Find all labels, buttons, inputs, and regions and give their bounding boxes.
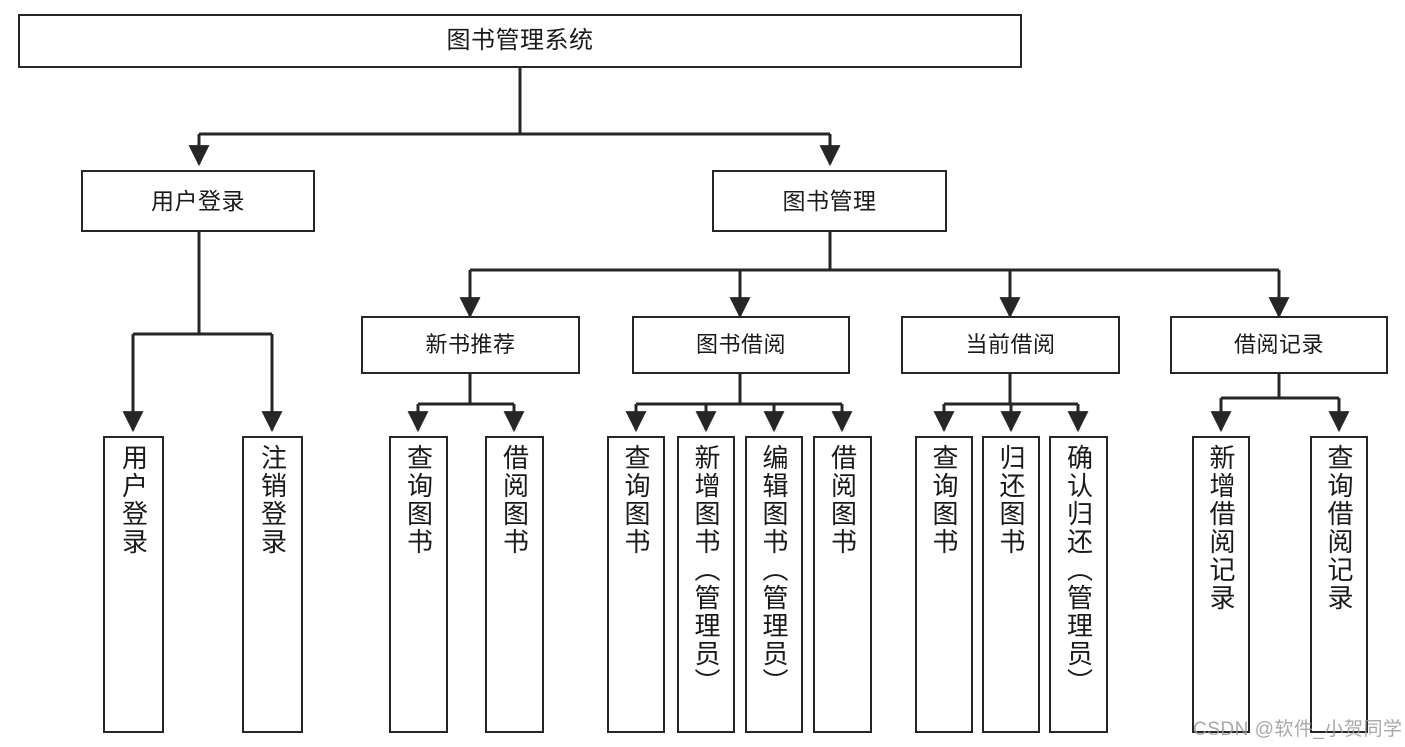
node-root-label: 图书管理系统 — [446, 27, 594, 55]
node-user-login-label: 用户登录 — [151, 187, 245, 214]
node-leaf-confirm-return[interactable]: 确认归还（管理员） — [1049, 436, 1108, 733]
node-leaf-query-record[interactable]: 查询借阅记录 — [1310, 436, 1368, 733]
node-leaf-confirm-return-label: 确认归还（管理员） — [1063, 444, 1094, 696]
node-book-borrow[interactable]: 图书借阅 — [632, 316, 850, 374]
node-book-manage[interactable]: 图书管理 — [712, 170, 947, 232]
node-leaf-query-book-1[interactable]: 查询图书 — [389, 436, 448, 733]
node-leaf-borrow-book-1[interactable]: 借阅图书 — [485, 436, 544, 733]
node-leaf-user-login[interactable]: 用户登录 — [103, 436, 164, 733]
node-leaf-borrow-book-2[interactable]: 借阅图书 — [813, 436, 872, 733]
node-new-book-recommend[interactable]: 新书推荐 — [361, 316, 580, 374]
node-current-borrow[interactable]: 当前借阅 — [901, 316, 1120, 374]
node-leaf-add-record[interactable]: 新增借阅记录 — [1192, 436, 1250, 733]
node-leaf-return-book-label: 归还图书 — [996, 444, 1026, 556]
node-leaf-query-book-3[interactable]: 查询图书 — [915, 436, 973, 733]
node-leaf-logout-label: 注销登录 — [257, 444, 288, 556]
node-borrow-record-label: 借阅记录 — [1233, 332, 1324, 358]
node-current-borrow-label: 当前借阅 — [965, 332, 1056, 358]
node-leaf-user-login-label: 用户登录 — [118, 444, 149, 556]
node-leaf-query-book-2-label: 查询图书 — [621, 444, 651, 556]
node-leaf-edit-book-label: 编辑图书（管理员） — [759, 444, 789, 696]
node-leaf-query-book-3-label: 查询图书 — [929, 444, 959, 556]
watermark-csdn: CSDN @软件_小贺同学 — [1193, 719, 1403, 740]
node-leaf-query-book-2[interactable]: 查询图书 — [607, 436, 665, 733]
node-leaf-borrow-book-2-label: 借阅图书 — [827, 444, 858, 556]
node-leaf-add-book-label: 新增图书（管理员） — [691, 444, 721, 696]
node-root[interactable]: 图书管理系统 — [18, 14, 1022, 68]
node-borrow-record[interactable]: 借阅记录 — [1170, 316, 1388, 374]
node-leaf-add-book[interactable]: 新增图书（管理员） — [677, 436, 735, 733]
node-leaf-edit-book[interactable]: 编辑图书（管理员） — [745, 436, 803, 733]
node-leaf-add-record-label: 新增借阅记录 — [1206, 444, 1236, 612]
node-user-login[interactable]: 用户登录 — [81, 170, 315, 232]
node-book-borrow-label: 图书借阅 — [695, 332, 786, 358]
node-leaf-query-record-label: 查询借阅记录 — [1324, 444, 1354, 612]
node-leaf-borrow-book-1-label: 借阅图书 — [499, 444, 530, 556]
node-new-book-recommend-label: 新书推荐 — [425, 332, 516, 358]
node-leaf-return-book[interactable]: 归还图书 — [982, 436, 1040, 733]
node-leaf-logout[interactable]: 注销登录 — [242, 436, 303, 733]
node-leaf-query-book-1-label: 查询图书 — [403, 444, 434, 556]
node-book-manage-label: 图书管理 — [782, 187, 877, 214]
